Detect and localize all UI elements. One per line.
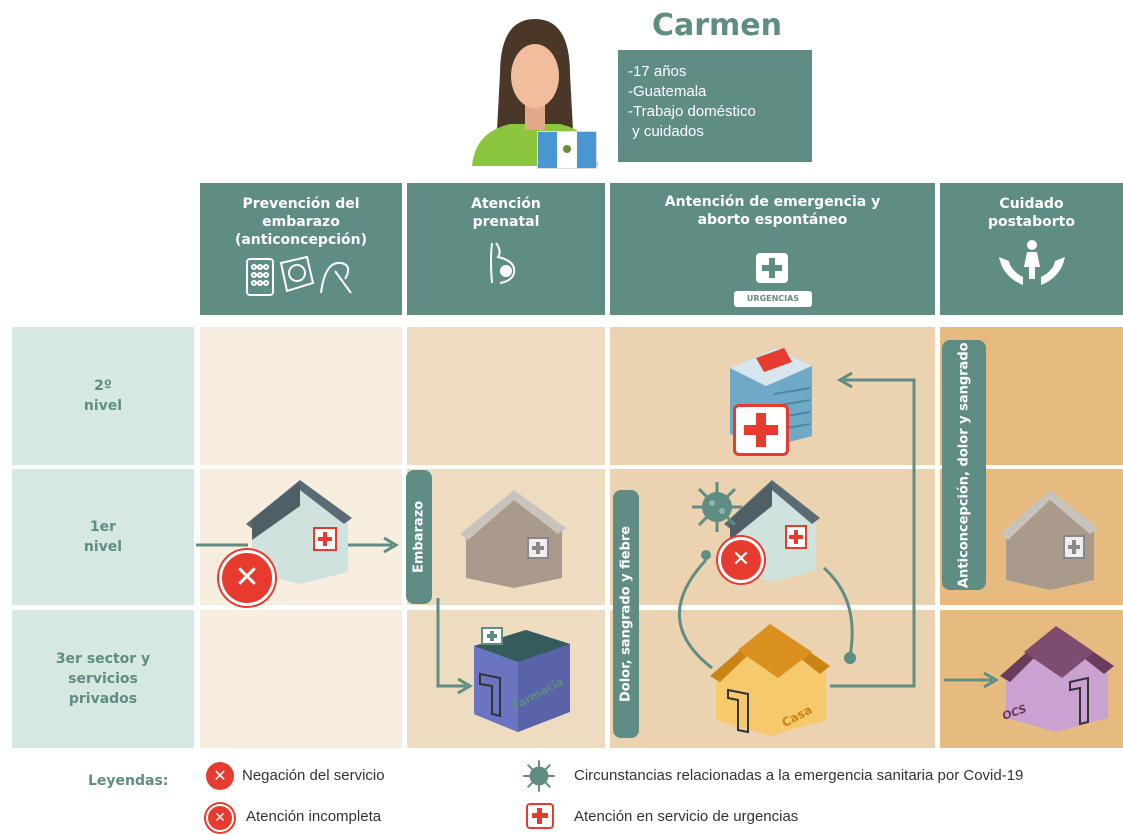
pharmacy-icon xyxy=(470,624,574,740)
column-title: Prevención del embarazo (anticoncepción) xyxy=(234,196,368,248)
column-header-prevencion: Prevención del embarazo (anticoncepción) xyxy=(200,183,402,315)
urgencias-icon: URGENCIAS xyxy=(734,253,812,309)
legend-label: Atención incompleta xyxy=(246,808,382,825)
column-title: Atención prenatal xyxy=(471,196,541,230)
persona-detail: y cuidados xyxy=(628,123,704,140)
level-text: 2º nivel xyxy=(83,378,123,414)
column-header-postaborto: Cuidado postaborto xyxy=(940,183,1123,315)
guatemala-flag-icon xyxy=(537,131,597,169)
virus-icon xyxy=(690,480,744,538)
hands-woman-icon xyxy=(940,237,1123,292)
denial-icon: ✕ xyxy=(219,550,275,606)
contraceptives-icon xyxy=(200,253,402,304)
house-grey-icon xyxy=(458,486,570,594)
legend-title: Leyendas: xyxy=(88,773,169,789)
denial-icon: ✕ xyxy=(206,762,234,790)
column-title: Antención de emergencia y aborto espontá… xyxy=(664,194,881,228)
home-icon xyxy=(708,620,832,742)
persona-detail: -17 años xyxy=(628,63,687,80)
grid-cell xyxy=(200,327,402,465)
house-grey-icon xyxy=(998,486,1102,596)
flow-label-anticoncepcion: Anticoncepción, dolor y sangrado xyxy=(942,340,986,590)
column-title: Cuidado postaborto xyxy=(988,196,1075,230)
emergency-cross-icon xyxy=(733,404,789,456)
urgencias-badge: URGENCIAS xyxy=(734,291,812,307)
pregnant-belly-icon xyxy=(407,241,605,290)
level-text: 3er sector y servicios privados xyxy=(55,651,151,707)
incomplete-icon: ✕ xyxy=(206,804,234,832)
column-header-prenatal: Atención prenatal xyxy=(407,183,605,315)
level-label-3: 3er sector y servicios privados xyxy=(12,610,194,748)
persona-detail: -Trabajo doméstico xyxy=(628,103,756,120)
legend-label: Atención en servicio de urgencias xyxy=(574,808,799,825)
column-header-emergencia: Antención de emergencia y aborto espontá… xyxy=(610,183,935,315)
emergency-cross-icon xyxy=(526,803,554,829)
legend-label: Negación del servicio xyxy=(242,767,385,784)
legend-label: Circunstancias relacionadas a la emergen… xyxy=(574,767,1024,784)
grid-cell xyxy=(200,610,402,748)
incomplete-icon: ✕ xyxy=(718,537,764,583)
flow-label-embarazo: Embarazo xyxy=(406,470,432,604)
persona-name: Carmen xyxy=(651,8,783,43)
flow-label-dolor: Dolor, sangrado y fiebre xyxy=(613,490,639,738)
grid-cell xyxy=(407,327,605,465)
level-label-2: 2º nivel xyxy=(12,327,194,465)
level-text: 1er nivel xyxy=(83,519,123,555)
level-label-1: 1er nivel xyxy=(12,469,194,605)
persona-detail: -Guatemala xyxy=(628,83,707,100)
virus-icon xyxy=(522,759,556,797)
health-center-house-icon xyxy=(244,476,356,590)
persona-details: -17 años -Guatemala -Trabajo doméstico y… xyxy=(618,50,812,162)
ocs-house-icon xyxy=(998,622,1116,738)
